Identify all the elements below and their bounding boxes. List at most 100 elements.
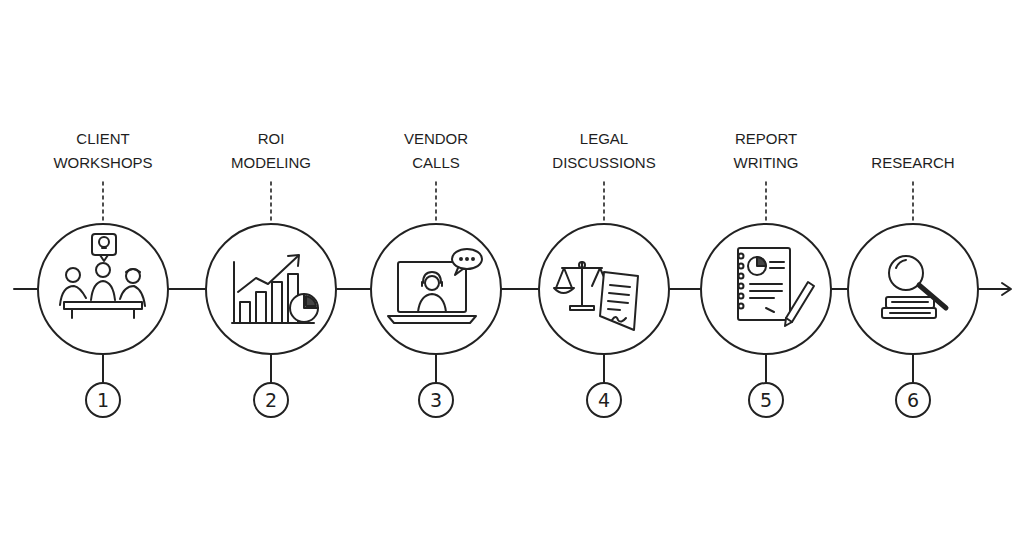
workshop-icon [96, 263, 110, 277]
roi-chart-icon [256, 292, 266, 323]
number-circle: 3 [418, 382, 454, 418]
step-heading: REPORT WRITING [712, 127, 820, 175]
step-circle: ROI MODELING [205, 223, 337, 355]
workshop-icon [60, 234, 145, 318]
connector-line [502, 288, 538, 290]
connector-line [102, 355, 104, 382]
connector-line [169, 288, 205, 290]
connector-line [912, 355, 914, 382]
report-icon [766, 308, 774, 312]
legal-scale-icon [570, 306, 594, 310]
step-heading: LEGAL DISCUSSIONS [550, 127, 658, 175]
roi-chart-icon [288, 255, 299, 266]
report-icon [739, 254, 744, 259]
report-icon [739, 274, 744, 279]
leader-line [912, 182, 914, 220]
roi-chart-icon [304, 294, 318, 308]
connector-line [270, 355, 272, 382]
step-number: 4 [598, 390, 610, 410]
roi-chart-icon [233, 262, 235, 323]
workshop-icon [126, 269, 140, 283]
timeline-stub [979, 288, 1010, 290]
connector-line [832, 288, 847, 290]
step-number: 3 [430, 390, 442, 410]
roi-chart-icon [306, 296, 316, 306]
leader-line [603, 182, 605, 220]
connector-line [337, 288, 370, 290]
leader-line [102, 182, 104, 220]
research-icon [919, 285, 946, 308]
step-heading: CLIENT WORKSHOPS [49, 127, 157, 175]
step-number: 5 [760, 390, 772, 410]
report-icon [757, 257, 766, 266]
roi-chart-icon [240, 302, 250, 323]
connector-line [603, 355, 605, 382]
vendor-call-icon [466, 258, 468, 260]
leader-line [103, 182, 913, 220]
connector-line [435, 355, 437, 382]
vendor-call-icon [452, 249, 482, 269]
report-icon [738, 248, 790, 320]
step-circle: RESEARCH [847, 223, 979, 355]
step-number: 2 [265, 390, 277, 410]
workshop-icon [100, 255, 108, 261]
step-circle: REPORT WRITING [700, 223, 832, 355]
leader-line [765, 182, 767, 220]
workshop-icon [102, 247, 106, 249]
timeline-stub [14, 288, 37, 290]
report-icon [739, 264, 744, 269]
legal-scale-icon [600, 272, 638, 330]
report-icon [748, 257, 766, 275]
research-icon [882, 256, 946, 318]
connector-line [670, 288, 700, 290]
report-icon [739, 284, 744, 289]
step-heading: RESEARCH [859, 151, 967, 175]
roi-chart-icon [290, 294, 318, 322]
workshop-icon [64, 302, 142, 309]
workshop-icon [92, 234, 116, 255]
vendor-call-icon [455, 268, 463, 275]
step-heading: ROI MODELING [217, 127, 325, 175]
legal-scale-icon [554, 288, 574, 293]
vendor-call-icon [423, 272, 441, 283]
step-circle: CLIENT WORKSHOPS [37, 223, 169, 355]
report-icon [739, 304, 744, 309]
workshop-icon [126, 269, 140, 272]
legal-scale-icon [556, 268, 572, 288]
connector-line [765, 355, 767, 382]
number-circle: 1 [85, 382, 121, 418]
vendor-call-icon [425, 276, 439, 290]
number-circle: 5 [748, 382, 784, 418]
vendor-call-icon [422, 282, 442, 286]
vendor-call-icon [472, 258, 474, 260]
vendor-call-icon [398, 262, 466, 312]
legal-scale-icon [579, 262, 585, 268]
timeline-stub [14, 283, 1011, 295]
report-icon [738, 248, 814, 326]
step-heading: VENDOR CALLS [382, 127, 490, 175]
roi-chart-icon [238, 256, 298, 292]
research-icon [896, 260, 906, 268]
report-icon [786, 318, 792, 322]
number-circle: 4 [586, 382, 622, 418]
roi-chart-icon [232, 255, 318, 323]
report-icon [785, 282, 814, 326]
report-icon [739, 294, 744, 299]
step-number: 1 [97, 390, 109, 410]
workshop-icon [72, 309, 134, 318]
vendor-call-icon [388, 316, 476, 323]
step-circle: LEGAL DISCUSSIONS [538, 223, 670, 355]
research-icon [890, 302, 930, 313]
workshop-icon [99, 237, 109, 247]
vendor-call-icon [460, 258, 462, 260]
workshop-icon [91, 281, 115, 300]
number-circle: 2 [253, 382, 289, 418]
vendor-call-icon [388, 249, 482, 323]
leader-line [270, 182, 272, 220]
timeline-stub [1002, 283, 1011, 295]
number-circle: 6 [895, 382, 931, 418]
